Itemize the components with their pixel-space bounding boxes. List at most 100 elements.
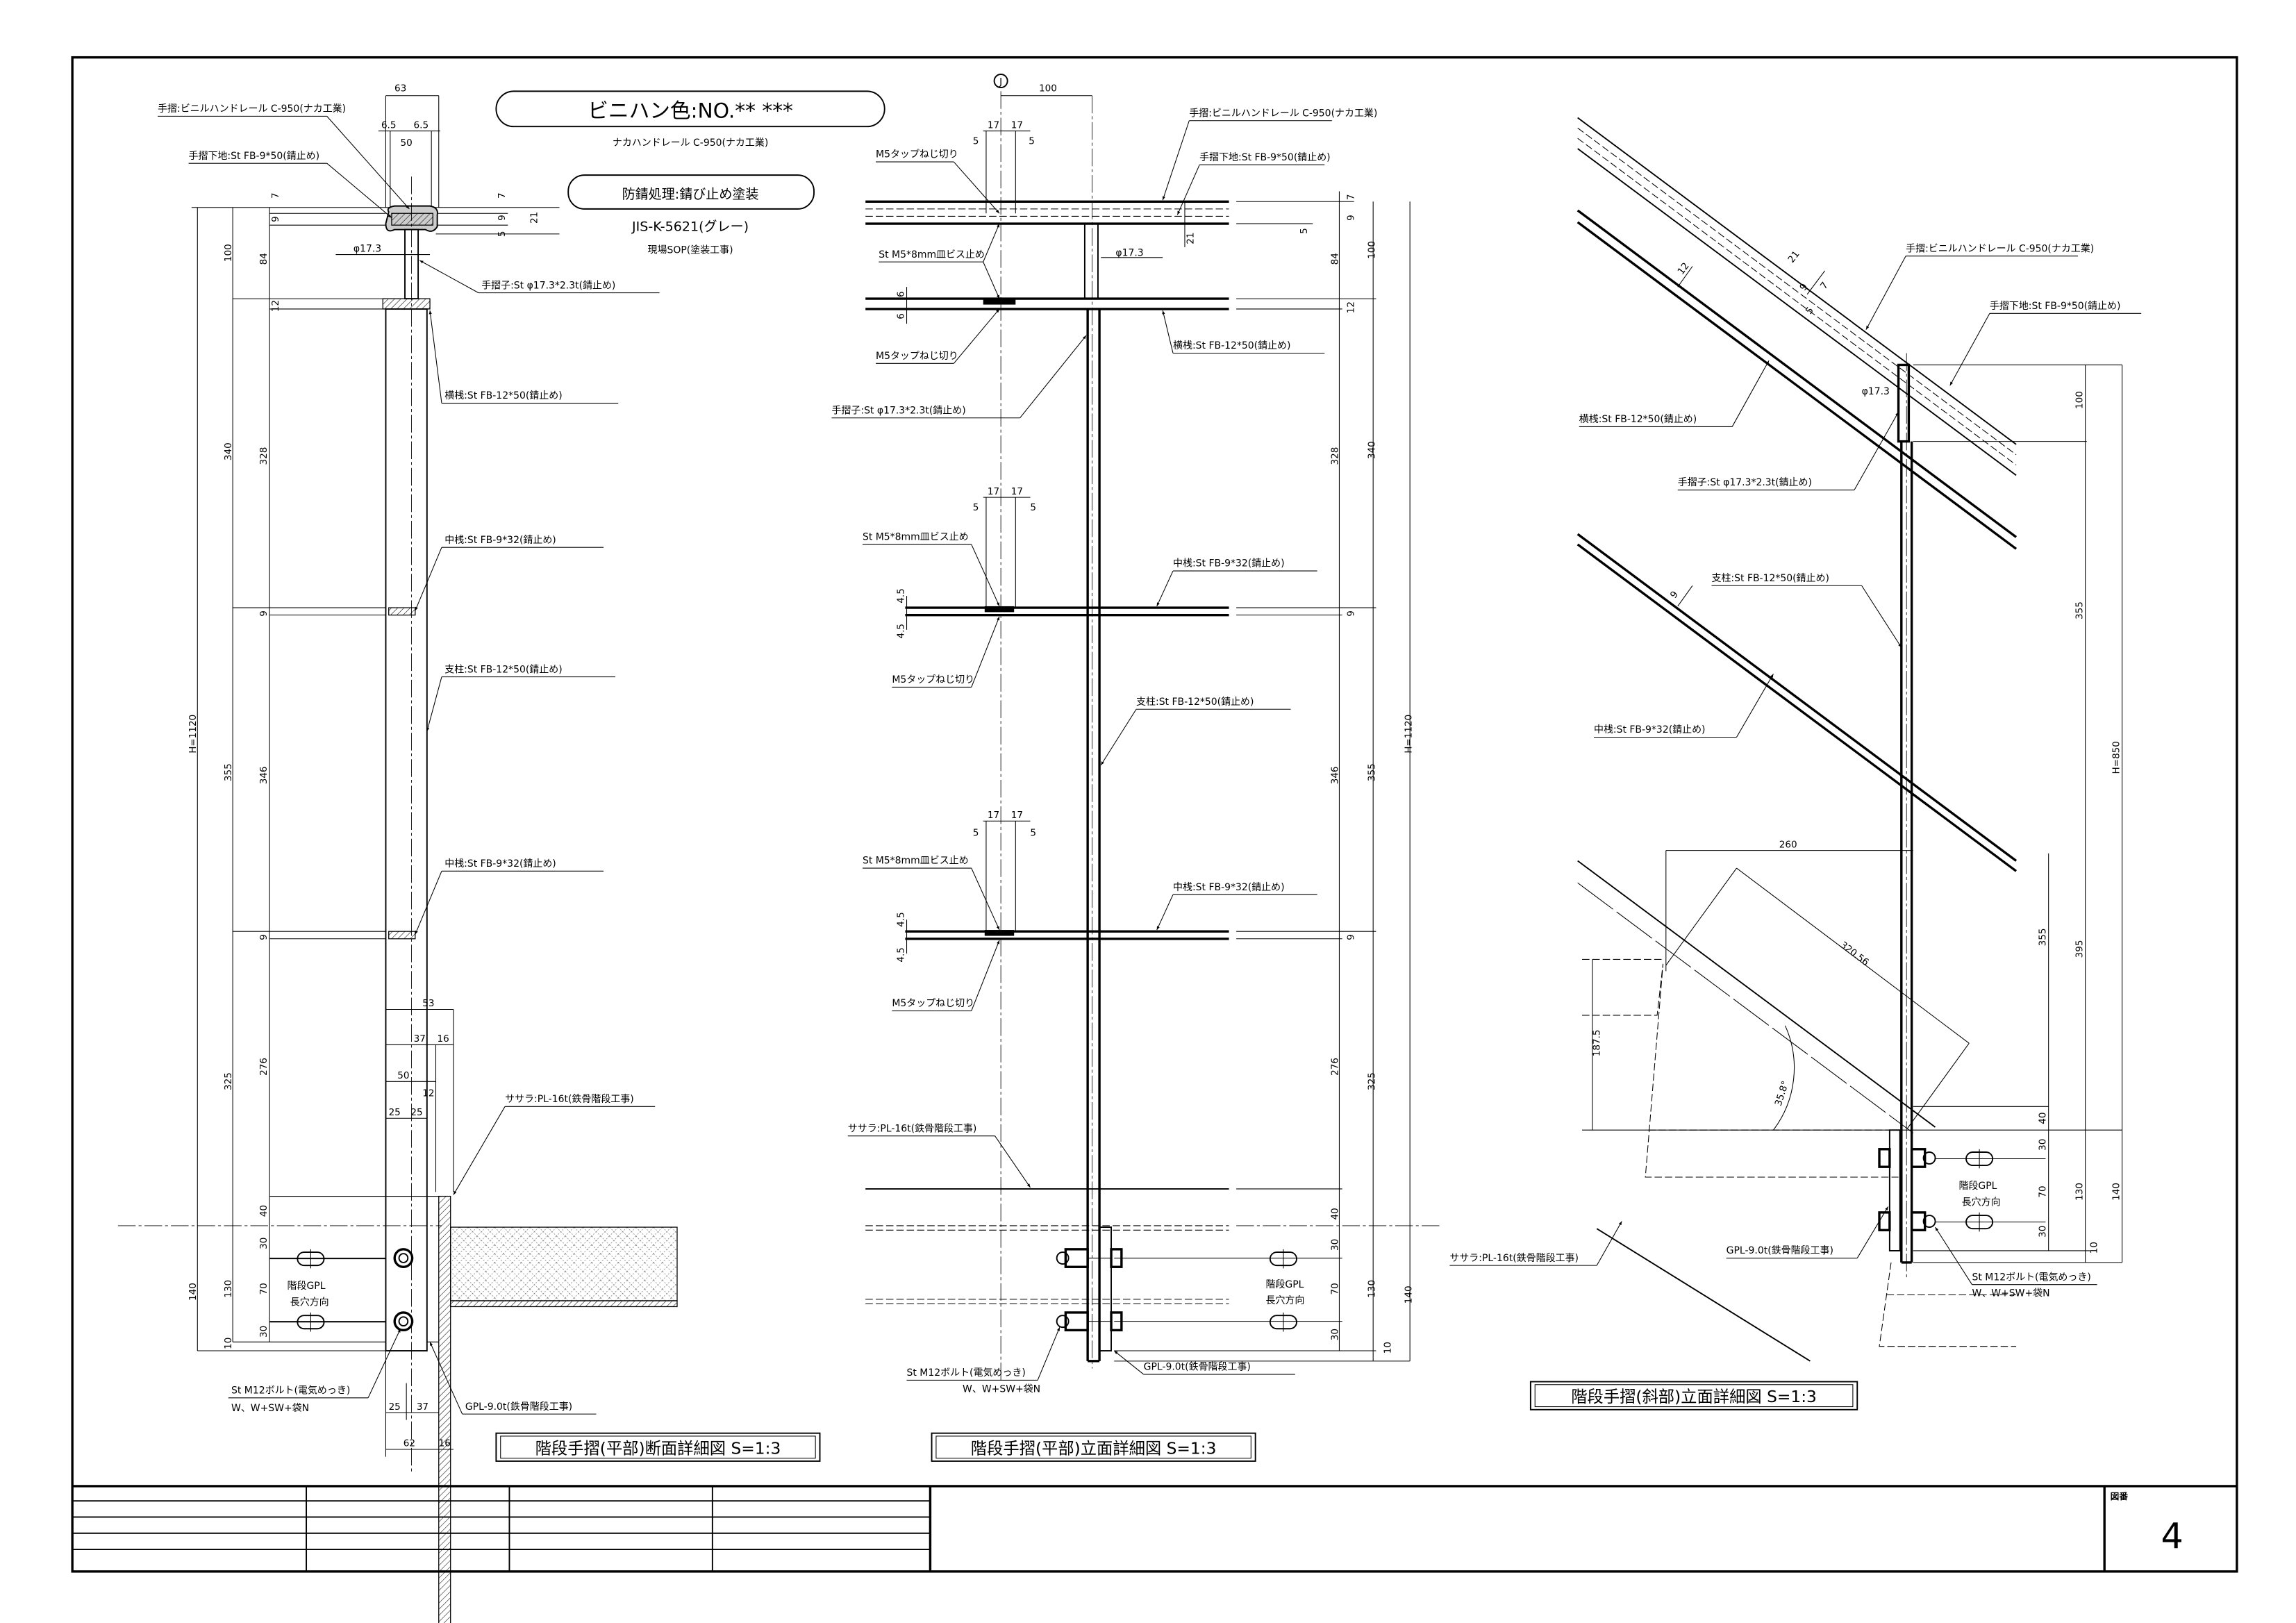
dimension-text: 346 bbox=[1329, 766, 1340, 784]
dimension-text: 9 bbox=[1346, 215, 1357, 221]
flat-tap-label-1: M5タップねじ切り bbox=[876, 149, 958, 160]
dimension-text: 9 bbox=[1346, 610, 1357, 617]
drawing-number: 4 bbox=[2161, 1515, 2183, 1556]
dimension-text: 325 bbox=[1366, 1072, 1377, 1090]
dimension-text: 6.5 bbox=[414, 119, 429, 131]
slope-view-title-text: 階段手摺(斜部)立面詳細図 S=1:3 bbox=[1571, 1388, 1817, 1406]
dimension-text: 9 bbox=[270, 216, 281, 222]
dimension-text: 16 bbox=[439, 1438, 451, 1449]
dimension-text: 276 bbox=[1329, 1058, 1340, 1076]
dimension-text: 4.5 bbox=[895, 624, 906, 639]
dimension-text: 187.5 bbox=[1591, 1029, 1602, 1056]
dimension-text: 70 bbox=[1329, 1283, 1340, 1295]
dimension-text: 320.56 bbox=[1838, 940, 1870, 968]
section-phi-label: φ17.3 bbox=[353, 243, 381, 254]
flat-baluster-label: 手摺子:St φ17.3*2.3t(錆止め) bbox=[831, 404, 965, 416]
slope-mid-rail bbox=[1577, 533, 2018, 872]
dimension-text: 328 bbox=[1329, 447, 1340, 465]
slope-handrail-base-label: 手摺下地:St FB-9*50(錆止め) bbox=[1990, 300, 2120, 312]
dimension-text: 50 bbox=[401, 138, 413, 149]
dimension-text: 130 bbox=[1366, 1280, 1377, 1298]
flat-screw-label-2: St M5*8mm皿ビス止め bbox=[863, 532, 969, 543]
dimension-text: 9 bbox=[258, 610, 269, 617]
dimension-text: 5 bbox=[1299, 228, 1310, 234]
flat-view-title-text: 階段手摺(平部)立面詳細図 S=1:3 bbox=[971, 1439, 1217, 1458]
section-baluster-label: 手摺子:St φ17.3*2.3t(錆止め) bbox=[481, 279, 615, 291]
dimension-text: 9 bbox=[497, 215, 508, 221]
notes: ビニハン色:NO.** *** ナカハンドレール C-950(ナカ工業) 防錆処… bbox=[495, 90, 885, 256]
color-product: ナカハンドレール C-950(ナカ工業) bbox=[613, 138, 768, 149]
screw-joint-icon bbox=[983, 299, 1016, 305]
revision-table bbox=[72, 1485, 932, 1572]
flat-tap-label-3: M5タップねじ切り bbox=[892, 674, 974, 685]
slot-hole-icon bbox=[1269, 1312, 1297, 1332]
screw-joint-icon bbox=[984, 606, 1015, 613]
flat-mid-rail-2 bbox=[905, 930, 1229, 940]
grid-marker-j: J bbox=[993, 74, 1008, 89]
section-bolt-label: St M12ボルト(電気めっき) bbox=[231, 1385, 350, 1396]
slot-hole-icon bbox=[1935, 1149, 2046, 1169]
flat-stringer-label: ササラ:PL-16t(鉄骨階段工事) bbox=[848, 1123, 977, 1134]
dimension-text: 12 bbox=[1676, 260, 1692, 276]
dimension-text: 7 bbox=[270, 192, 281, 199]
dimension-text: 355 bbox=[1366, 763, 1377, 781]
flat-screw-label-1: St M5*8mm皿ビス止め bbox=[879, 249, 985, 260]
color-note: ビニハン色:NO.** *** bbox=[588, 99, 793, 123]
flat-gpl-label: GPL-9.0t(鉄骨階段工事) bbox=[1144, 1362, 1251, 1373]
dimension-text: 12 bbox=[1346, 301, 1357, 313]
rust-standard: JIS-K-5621(グレー) bbox=[631, 219, 749, 235]
dimension-text: 100 bbox=[223, 244, 234, 262]
section-stair-gpl-label: 階段GPL bbox=[288, 1281, 326, 1292]
dimension-text: H=850 bbox=[2111, 741, 2122, 774]
slope-post bbox=[1900, 353, 1913, 1281]
dimension-text: 62 bbox=[404, 1438, 415, 1449]
section-mid-rail-label-2: 中桟:St FB-9*32(錆止め) bbox=[444, 858, 556, 869]
dimension-text: 25 bbox=[389, 1107, 401, 1118]
rust-site: 現場SOP(塗装工事) bbox=[648, 244, 733, 256]
flat-slot-direction-label: 長穴方向 bbox=[1266, 1295, 1305, 1306]
dimension-text: 40 bbox=[1329, 1208, 1340, 1220]
dimension-text: 17 bbox=[1011, 810, 1023, 821]
flat-tap-label-4: M5タップねじ切り bbox=[892, 998, 974, 1009]
mid-rail-section-1 bbox=[388, 607, 416, 616]
flat-post bbox=[1086, 308, 1101, 1363]
slot-hole-icon bbox=[269, 1312, 386, 1332]
slope-elevation-view: 手摺:ビニルハンドレール C-950(ナカ工業) 手摺下地:St FB-9*50… bbox=[1449, 117, 2142, 1410]
dimension-text: 7 bbox=[497, 192, 508, 199]
dimension-text: 10 bbox=[223, 1338, 234, 1349]
dimension-text: 340 bbox=[1366, 441, 1377, 459]
post bbox=[385, 308, 428, 1351]
dimension-text: 17 bbox=[1011, 119, 1023, 131]
dimension-text: 35.8° bbox=[1773, 1079, 1792, 1107]
section-leaders bbox=[158, 115, 660, 1415]
flat-elevation-view: J bbox=[831, 74, 1442, 1462]
flat-handrail bbox=[865, 200, 1229, 225]
flat-post-label: 支柱:St FB-12*50(錆止め) bbox=[1136, 696, 1254, 708]
dimension-text: 17 bbox=[988, 119, 999, 131]
flat-top-rail bbox=[865, 297, 1229, 310]
flat-screw-label-3: St M5*8mm皿ビス止め bbox=[863, 856, 969, 867]
dimension-text: 5 bbox=[973, 136, 979, 147]
dimension-text: 340 bbox=[223, 442, 234, 460]
stair-slab-bottom-plate bbox=[450, 1300, 678, 1308]
dimension-text: 17 bbox=[1011, 486, 1023, 497]
dimension-text: 10 bbox=[1383, 1342, 1394, 1354]
dimension-text: 63 bbox=[394, 83, 406, 94]
dimension-text: 100 bbox=[2074, 391, 2085, 409]
section-gpl-label: GPL-9.0t(鉄骨階段工事) bbox=[465, 1401, 572, 1413]
dimension-text: 40 bbox=[2037, 1112, 2048, 1124]
slope-baluster bbox=[1897, 363, 1911, 443]
dimension-text: 30 bbox=[1329, 1239, 1340, 1251]
slope-top-rail bbox=[1577, 209, 2018, 550]
dimension-text: 130 bbox=[2074, 1183, 2085, 1201]
slope-mid-rail-label: 中桟:St FB-9*32(錆止め) bbox=[1594, 724, 1706, 735]
stair-slab bbox=[450, 1226, 678, 1301]
dimension-text: 17 bbox=[988, 486, 999, 497]
bolt-icon bbox=[1056, 1311, 1123, 1332]
section-stringer-label: ササラ:PL-16t(鉄骨階段工事) bbox=[505, 1094, 634, 1105]
bolt-icon bbox=[1878, 1211, 1936, 1231]
dimension-text: 25 bbox=[410, 1107, 422, 1118]
grid-marker-label: J bbox=[999, 76, 1002, 88]
slope-gpl-label: GPL-9.0t(鉄骨階段工事) bbox=[1727, 1245, 1833, 1256]
